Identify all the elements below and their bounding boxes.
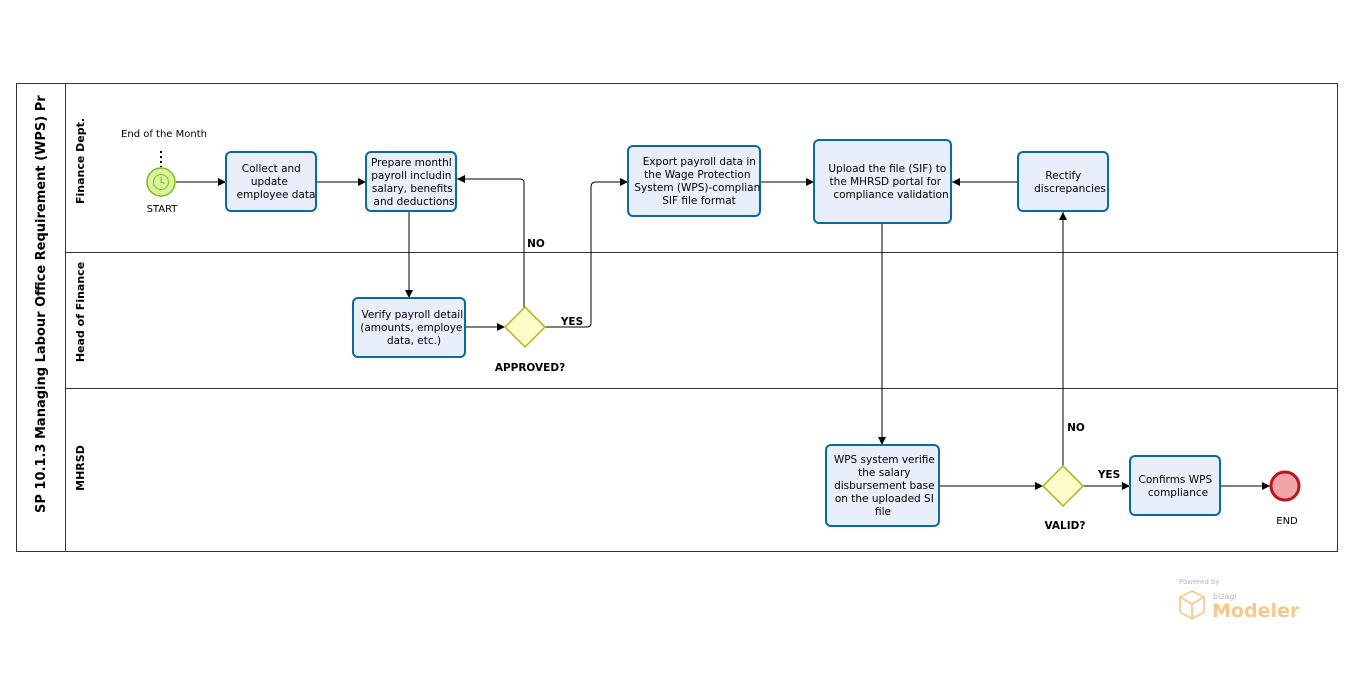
gateway-approved-yes-label: YES [560,316,583,328]
gateway-valid-yes-label: YES [1097,469,1120,481]
bizagi-branding: Powered by bizagi Modeler [1179,578,1300,622]
gateway-approved-label: APPROVED? [495,362,565,374]
task-verify[interactable]: Verify payroll detail (amounts, employe … [352,297,466,358]
clock-icon [153,174,169,190]
task-confirm[interactable]: Confirms WPS compliance [1129,455,1221,516]
flow-approved-no [457,175,525,308]
task-upload[interactable]: Upload the file (SIF) to the MHRSD porta… [813,139,952,224]
task-prepare-label: Prepare monthl payroll includin salary, … [371,157,456,208]
lane-mhrsd: MHRSD [74,445,87,491]
gateway-valid-label: VALID? [1045,520,1086,532]
end-event[interactable] [1269,470,1301,502]
start-timer-event[interactable] [146,151,176,197]
gateway-valid[interactable] [1041,464,1085,508]
lane-head-of-finance: Head of Finance [74,262,87,362]
lanes: Finance Dept. Head of Finance MHRSD [65,118,1338,491]
bizagi-wordmark: bizagi [1213,592,1237,601]
task-collect[interactable]: Collect and update employee data [225,151,317,212]
task-verify-label: Verify payroll detail (amounts, employe … [360,309,466,347]
modeler-wordmark: Modeler [1212,600,1300,622]
task-confirm-label: Confirms WPS compliance [1139,474,1216,499]
task-rectify[interactable]: Rectify discrepancies [1017,151,1109,212]
task-rectify-label: Rectify discrepancies [1034,170,1106,195]
flow-approved-yes [545,178,628,328]
lane-finance-dept: Finance Dept. [74,118,87,204]
task-prepare[interactable]: Prepare monthl payroll includin salary, … [365,151,457,212]
task-upload-label: Upload the file (SIF) to the MHRSD porta… [828,163,949,201]
timer-annotation: End of the Month [121,129,207,140]
task-collect-label: Collect and update employee data [237,163,316,201]
gateway-approved[interactable] [503,305,547,349]
start-label: START [147,204,179,215]
task-wps-verify-label: WPS system verifie the salary disburseme… [834,454,938,518]
task-export[interactable]: Export payroll data in the Wage Protecti… [627,145,764,217]
pool-title: SP 10.1.3 Managing Labour Office Require… [34,95,49,513]
powered-by-label: Powered by [1179,578,1220,586]
sequence-flows [176,175,1270,490]
task-export-label: Export payroll data in the Wage Protecti… [634,156,763,207]
bizagi-logo-icon [1179,590,1205,620]
gateway-valid-no-label: NO [1067,422,1085,434]
gateway-approved-no-label: NO [527,238,545,250]
end-label: END [1276,516,1298,527]
task-wps-verify[interactable]: WPS system verifie the salary disburseme… [825,444,940,527]
